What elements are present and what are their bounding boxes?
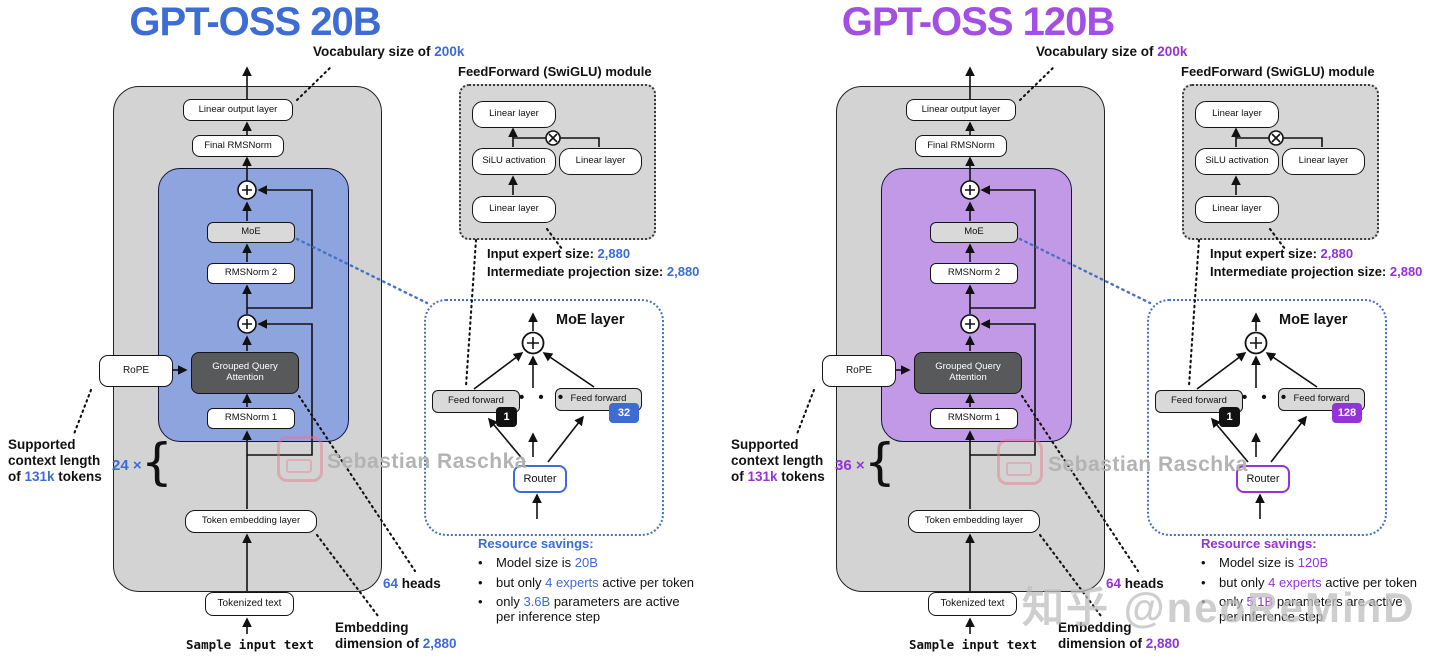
savings-bullet: •Model size is 20B xyxy=(478,555,598,571)
model-panel: GPT-OSS 120B Vocabulary size of 200k Lin… xyxy=(723,0,1440,666)
rope-box: RoPE xyxy=(822,355,896,387)
transformer-repeat-block xyxy=(881,168,1072,442)
embedding-dim-annotation: Embedding dimension of 2,880 xyxy=(1058,620,1180,652)
sample-input-text: Sample input text xyxy=(909,637,1037,652)
savings-bullet: •only 3.6B parameters are active per inf… xyxy=(478,593,680,625)
rmsnorm1-box: RMSNorm 1 xyxy=(930,408,1018,429)
expert-n-badge: 32 xyxy=(609,403,639,423)
feedforward-module-title: FeedForward (SwiGLU) module xyxy=(458,64,652,79)
ff-linear-top-box: Linear layer xyxy=(1195,101,1279,128)
final-rmsnorm-box: Final RMSNorm xyxy=(915,135,1007,157)
token-embedding-box: Token embedding layer xyxy=(185,510,317,533)
resource-savings: Resource savings: •Model size is 120B •b… xyxy=(1201,536,1418,629)
final-rmsnorm-box: Final RMSNorm xyxy=(192,135,284,157)
rmsnorm2-box: RMSNorm 2 xyxy=(930,263,1018,284)
feedforward-module-title: FeedForward (SwiGLU) module xyxy=(1181,64,1375,79)
panel-title: GPT-OSS 120B xyxy=(841,0,1116,44)
savings-bullet: •Model size is 120B xyxy=(1201,555,1329,571)
rope-box: RoPE xyxy=(99,355,173,387)
raschka-logo-watermark xyxy=(997,439,1043,485)
intermediate-projection-caption: Intermediate projection size: 2,880 xyxy=(1210,264,1423,279)
ff-silu-box: SiLU activation xyxy=(1195,148,1279,175)
savings-bullet: •but only 4 experts active per token xyxy=(478,574,695,590)
router-box: Router xyxy=(1236,465,1290,493)
input-expert-size-caption: Input expert size: 2,880 xyxy=(1210,246,1354,261)
moe-layer-title: MoE layer xyxy=(1279,312,1348,328)
context-length-annotation: Supported context length of 131k tokens xyxy=(8,437,102,485)
expert-1-badge: 1 xyxy=(1219,407,1240,427)
panel-title: GPT-OSS 20B xyxy=(129,0,381,44)
repeat-brace: { xyxy=(141,433,173,491)
raschka-watermark-text: Sebastian Raschka xyxy=(1048,453,1248,476)
zhihu-watermark: 知乎 @neoReMinD xyxy=(1022,584,1416,631)
moe-layer-title: MoE layer xyxy=(556,312,625,328)
ff-linear-top-box: Linear layer xyxy=(472,101,556,128)
vocab-size-annotation: Vocabulary size of 200k xyxy=(1036,44,1188,59)
ff-linear-bottom-box: Linear layer xyxy=(472,196,556,223)
ff-linear-right-box: Linear layer xyxy=(1282,148,1365,175)
rmsnorm1-box: RMSNorm 1 xyxy=(207,408,295,429)
raschka-logo-watermark xyxy=(277,436,323,482)
expert-1-badge: 1 xyxy=(496,407,517,427)
sample-input-text: Sample input text xyxy=(186,637,314,652)
ff-linear-right-box: Linear layer xyxy=(559,148,642,175)
ff-silu-box: SiLU activation xyxy=(472,148,556,175)
intermediate-projection-caption: Intermediate projection size: 2,880 xyxy=(487,264,700,279)
transformer-repeat-block xyxy=(158,168,349,442)
layer-repeat-count: 36 × xyxy=(835,457,865,474)
rmsnorm2-box: RMSNorm 2 xyxy=(207,263,295,284)
model-panel: GPT-OSS 20B Vocabulary size of 200k Line… xyxy=(8,0,700,652)
layer-repeat-count: 24 × xyxy=(112,457,142,474)
experts-ellipsis: • • • xyxy=(1242,389,1292,406)
expert-n-badge: 128 xyxy=(1332,403,1362,423)
tokenized-text-box: Tokenized text xyxy=(928,592,1017,616)
repeat-brace: { xyxy=(864,433,896,491)
heads-annotation: 64 heads xyxy=(1106,576,1164,591)
input-expert-size-caption: Input expert size: 2,880 xyxy=(487,246,631,261)
linear-output-layer-box: Linear output layer xyxy=(906,99,1016,121)
resource-savings: Resource savings: •Model size is 20B •bu… xyxy=(478,536,695,629)
tokenized-text-box: Tokenized text xyxy=(205,592,294,616)
vocab-size-annotation: Vocabulary size of 200k xyxy=(313,44,465,59)
moe-box: MoE xyxy=(930,222,1018,243)
ff-linear-bottom-box: Linear layer xyxy=(1195,196,1279,223)
heads-annotation: 64 heads xyxy=(383,576,441,591)
token-embedding-box: Token embedding layer xyxy=(908,510,1040,533)
context-length-annotation: Supported context length of 131k tokens xyxy=(731,437,825,485)
savings-bullet: •only 5.1B parameters are active per inf… xyxy=(1201,593,1403,625)
raschka-watermark-text: Sebastian Raschka xyxy=(327,450,527,473)
savings-bullet: •but only 4 experts active per token xyxy=(1201,574,1418,590)
moe-box: MoE xyxy=(207,222,295,243)
resource-savings-title: Resource savings: xyxy=(478,536,594,551)
embedding-dim-annotation: Embedding dimension of 2,880 xyxy=(335,620,457,652)
router-box: Router xyxy=(513,465,567,493)
resource-savings-title: Resource savings: xyxy=(1201,536,1317,551)
linear-output-layer-box: Linear output layer xyxy=(183,99,293,121)
experts-ellipsis: • • • xyxy=(519,389,569,406)
